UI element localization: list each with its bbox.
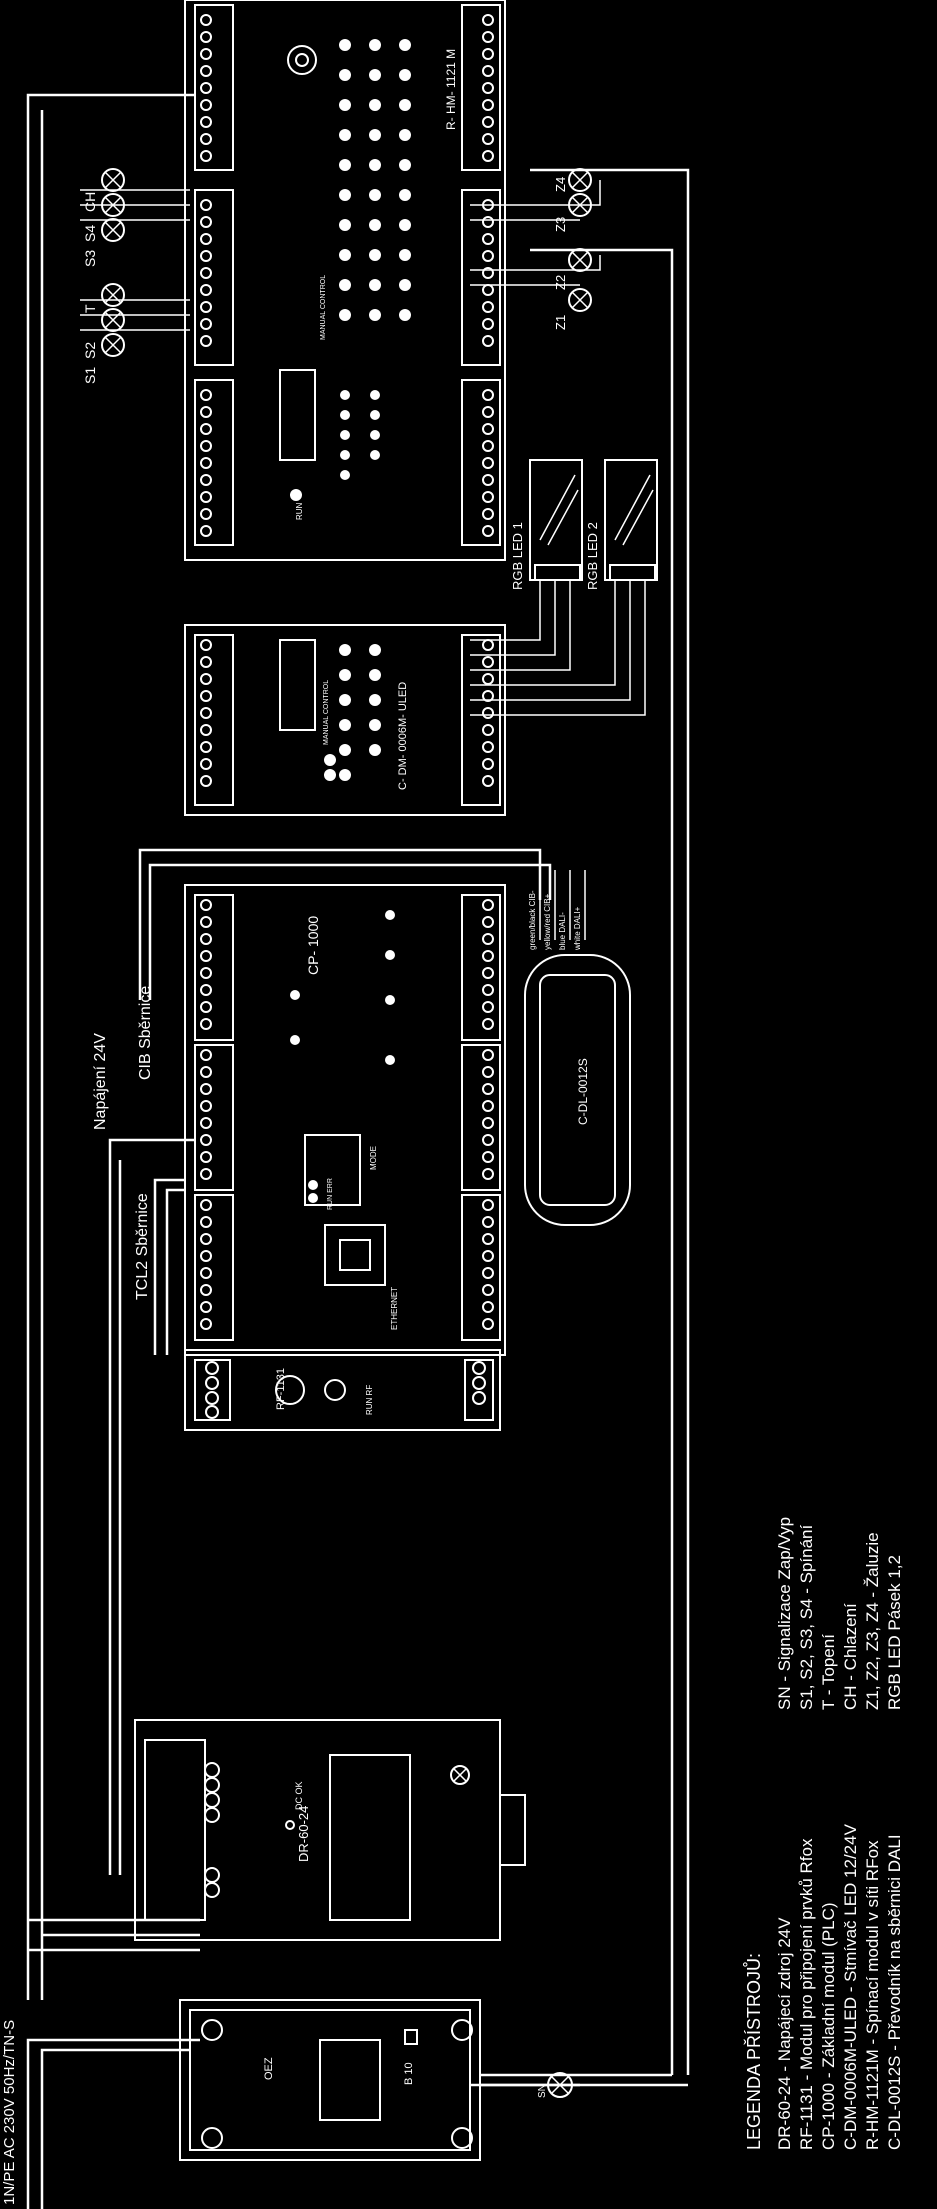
lamps-right (568, 168, 592, 312)
s2-label: S2 (82, 342, 98, 359)
legend-left-4: C-DM-0006M-ULED - Stmívač LED 12/24V (841, 1823, 860, 2150)
dali-wire-4: white DALI+ (573, 906, 582, 951)
sn-label: SN (537, 2084, 548, 2098)
legend-left-3: CP-1000 - Základní modul (PLC) (819, 1902, 838, 2150)
oez-breaker: OEZ B 10 (179, 1999, 481, 2161)
lamps-left (101, 168, 125, 357)
dr-60-24-psu: DR-60-24 DC OK (134, 1719, 526, 1941)
rhm-manual-label: MANUAL CONTROL (320, 275, 327, 340)
mains-title: 1N/PE AC 230V 50Hz/TN-S (1, 2020, 18, 2205)
cdm-manual-label: MANUAL CONTROL (323, 680, 330, 745)
oez-label: OEZ (263, 2057, 275, 2080)
c-dm-0006m-uled: C- DM- 0006M- ULED MANUAL CONTROL (184, 624, 506, 816)
dali-wire-1: green/black CIB- (528, 890, 537, 950)
rgb1-label: RGB LED 1 (510, 522, 525, 590)
legend-right-5: Z1, Z2, Z3, Z4 - Žaluzie (863, 1532, 882, 1710)
rgb2-label: RGB LED 2 (585, 522, 600, 590)
legend-heading: LEGENDA PŘÍSTROJŮ: (743, 1953, 764, 2150)
legend: LEGENDA PŘÍSTROJŮ: DR-60-24 - Napájecí z… (743, 1517, 904, 2150)
rf-label: RF-1131 (275, 1368, 287, 1410)
rgb-led-strip-2: RGB LED 2 (585, 459, 658, 590)
mode-label: MODE (369, 1146, 378, 1170)
napajeni-label: Napájení 24V (92, 1033, 109, 1130)
ethernet-label: ETHERNET (390, 1287, 399, 1330)
tcl2-label: TCL2 Sběrnice (134, 1193, 151, 1300)
dr-label: DR-60-24 (296, 1806, 311, 1862)
legend-right-6: RGB LED Pásek 1,2 (885, 1555, 904, 1710)
cdm-label: C- DM- 0006M- ULED (397, 682, 409, 790)
z2-label: Z2 (553, 275, 568, 290)
t-label: T (82, 304, 98, 313)
rhm-label: R- HM- 1121 M (444, 49, 458, 130)
dali-wire-2: yellow/red CIB+ (543, 893, 552, 950)
z1-label: Z1 (553, 315, 568, 330)
power-wires (26, 93, 690, 2209)
legend-left-6: C-DL-0012S - Převodník na sběrnici DALI (885, 1834, 904, 2150)
cdl-label: C-DL-0012S (576, 1058, 590, 1125)
b10-label: B 10 (403, 2062, 415, 2085)
r-hm-1121m: R- HM- 1121 M MANUAL CONTROL RUN (184, 0, 506, 561)
s1-label: S1 (82, 367, 98, 384)
legend-right-2: S1, S2, S3, S4 - Spínání (797, 1524, 816, 1710)
cib-label: CIB Sběrnice (137, 986, 154, 1080)
dali-wire-3: blue DALI- (558, 912, 567, 950)
dcok-label: DC OK (294, 1781, 304, 1810)
ch-label: CH (82, 192, 98, 212)
cp-1000-plc: CP- 1000 ETHERNET MODE RUN ERR (184, 884, 506, 1356)
legend-right-3: T - Topení (819, 1634, 838, 1710)
legend-left-5: R-HM-1121M - Spínací modul v síti RFox (863, 1840, 882, 2150)
s4-label: S4 (82, 225, 98, 242)
legend-left-2: RF-1131 - Modul pro připojení prvků Rfox (797, 1838, 816, 2150)
cp-label: CP- 1000 (305, 916, 321, 975)
s3-label: S3 (82, 250, 98, 267)
rf-1131-module: RF-1131 RUN RF (184, 1349, 501, 1431)
legend-right-1: SN - Signalizace Zap/Vyp (775, 1517, 794, 1710)
rgb-led-strip-1: RGB LED 1 (510, 459, 583, 590)
legend-left-1: DR-60-24 - Napájecí zdroj 24V (775, 1917, 794, 2150)
runrf-label: RUN RF (365, 1385, 374, 1415)
z4-label: Z4 (553, 177, 568, 192)
z3-label: Z3 (553, 217, 568, 232)
rhm-run-label: RUN (295, 502, 304, 520)
sn-lamp: SN (537, 2072, 573, 2098)
runerr-label: RUN ERR (327, 1178, 334, 1210)
c-dl-0012s-converter: C-DL-0012S green/black CIB- yellow/red C… (524, 870, 631, 1226)
legend-right-4: CH - Chlazení (841, 1603, 860, 1710)
